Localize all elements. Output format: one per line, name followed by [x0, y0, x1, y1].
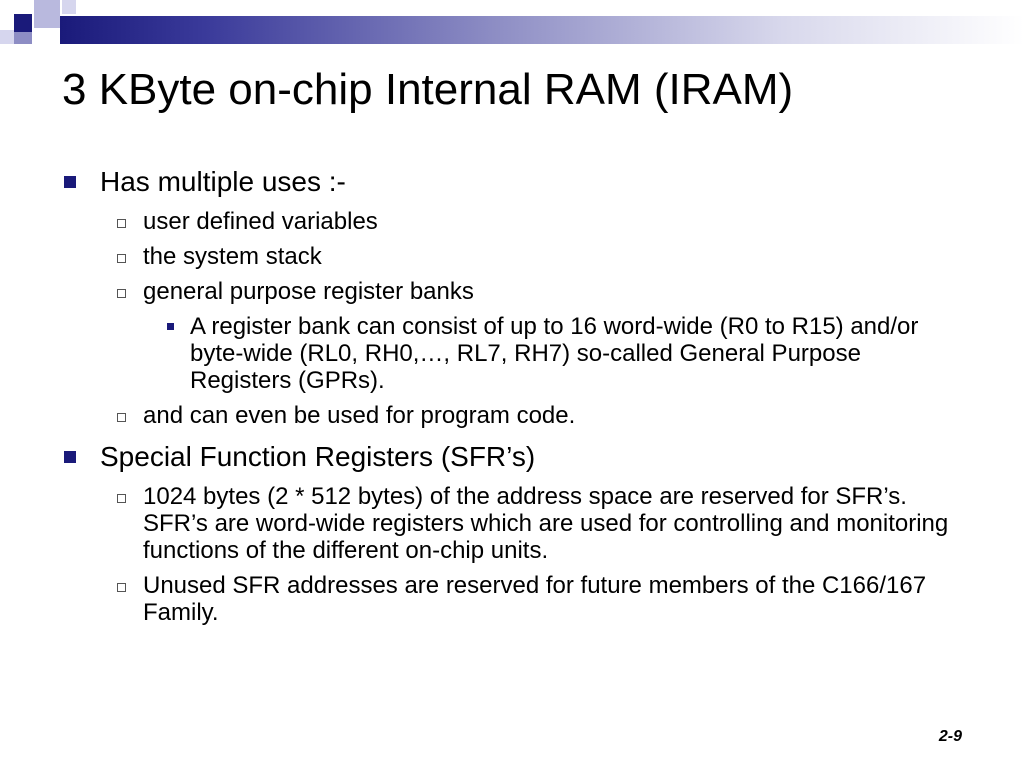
square-bullet-icon	[64, 176, 76, 188]
bullet-text: Special Function Registers (SFR’s)	[100, 441, 536, 472]
decor-square	[14, 14, 32, 32]
hollow-square-bullet-icon	[117, 494, 126, 503]
sub-bullet-text: general purpose register banks	[143, 278, 474, 305]
sub-bullet-item: and can even be used for program code.	[0, 402, 1024, 429]
sub-bullet-text: user defined variables	[143, 208, 378, 235]
decor-square	[62, 0, 76, 14]
slide-content: Has multiple uses :- user defined variab…	[0, 160, 1024, 626]
sub-bullet-text: the system stack	[143, 243, 322, 270]
square-bullet-icon	[64, 451, 76, 463]
header-gradient-bar	[60, 16, 1024, 44]
hollow-square-bullet-icon	[117, 583, 126, 592]
sub-bullet-text: and can even be used for program code.	[143, 402, 576, 429]
sub-bullet-item: the system stack	[0, 243, 1024, 270]
small-square-bullet-icon	[167, 323, 174, 330]
bullet-item: Special Function Registers (SFR’s)	[0, 435, 1024, 479]
sub-bullet-item: general purpose register banks	[0, 278, 1024, 305]
sub-bullet-text: 1024 bytes (2 * 512 bytes) of the addres…	[143, 483, 949, 564]
sub-sub-bullet-text: A register bank can consist of up to 16 …	[190, 313, 919, 394]
sub-sub-bullet-item: A register bank can consist of up to 16 …	[0, 313, 1024, 394]
hollow-square-bullet-icon	[117, 289, 126, 298]
hollow-square-bullet-icon	[117, 219, 126, 228]
hollow-square-bullet-icon	[117, 413, 126, 422]
sub-bullet-item: 1024 bytes (2 * 512 bytes) of the addres…	[0, 483, 1024, 564]
decor-square	[0, 30, 14, 44]
bullet-text: Has multiple uses :-	[100, 166, 346, 197]
sub-bullet-item: Unused SFR addresses are reserved for fu…	[0, 572, 1024, 626]
page-number: 2-9	[938, 728, 962, 745]
decor-square	[34, 0, 60, 28]
decor-square	[14, 32, 32, 44]
hollow-square-bullet-icon	[117, 254, 126, 263]
decor-square	[34, 30, 60, 44]
slide-title: 3 KByte on-chip Internal RAM (IRAM)	[62, 65, 794, 114]
decor-square	[0, 0, 14, 14]
sub-bullet-item: user defined variables	[0, 208, 1024, 235]
bullet-item: Has multiple uses :-	[0, 160, 1024, 204]
sub-bullet-text: Unused SFR addresses are reserved for fu…	[143, 572, 927, 626]
